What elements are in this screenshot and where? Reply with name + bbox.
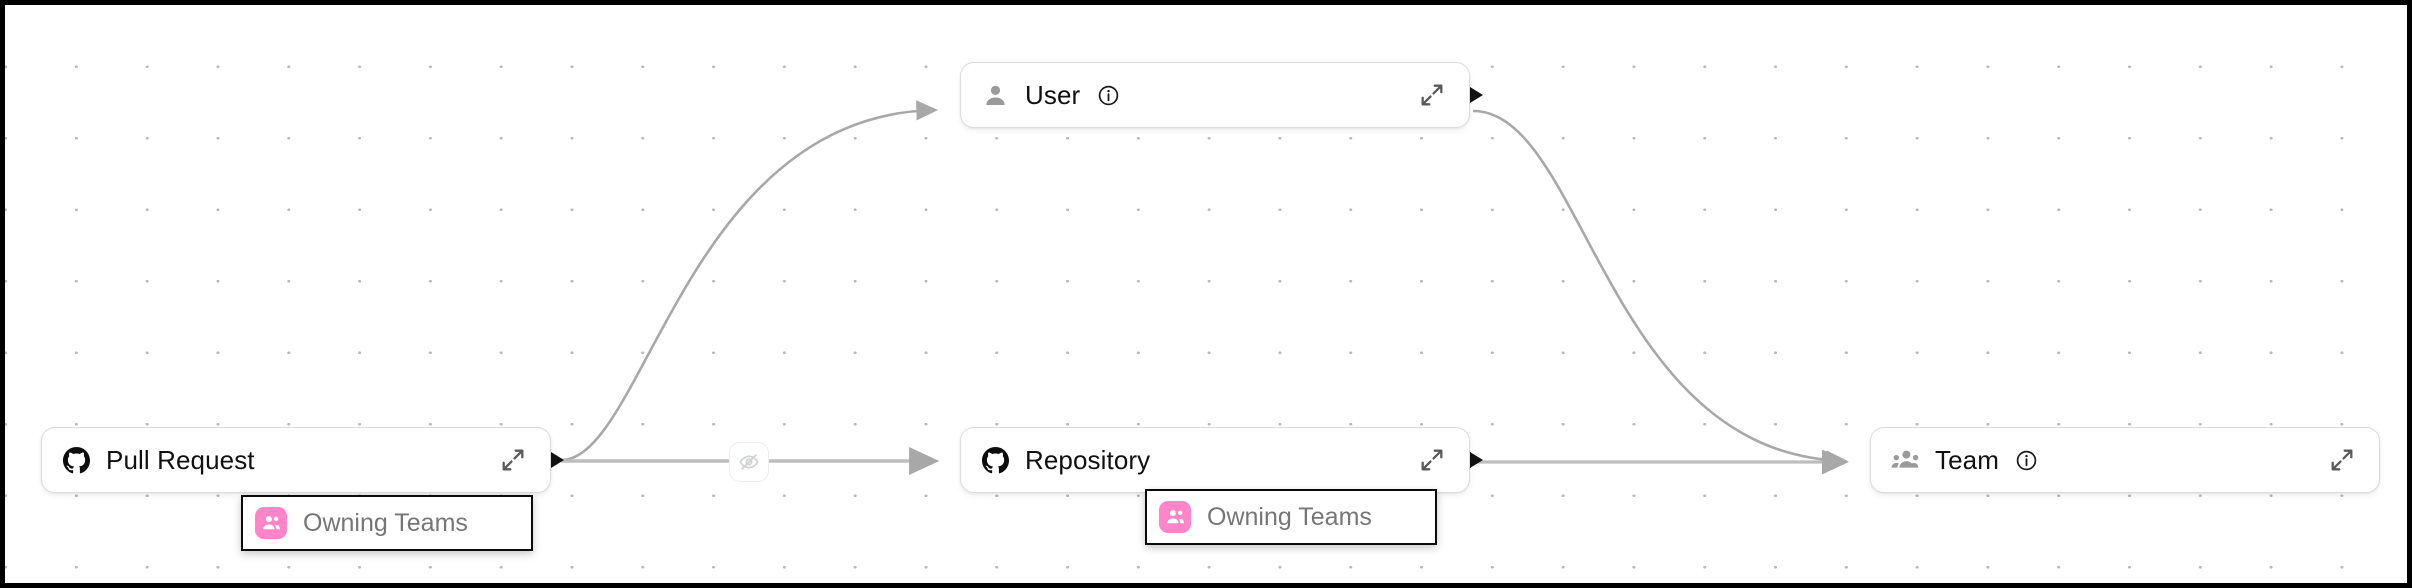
node-pull-request[interactable]: Pull Request — [41, 427, 551, 493]
eye-off-icon — [739, 453, 759, 471]
expand-diagonal-icon[interactable] — [1417, 445, 1447, 475]
github-icon — [981, 446, 1009, 474]
node-repository[interactable]: Repository — [960, 427, 1470, 493]
info-circle-icon[interactable] — [2015, 448, 2039, 472]
person-icon — [981, 81, 1009, 109]
edge-pull-request-to-user — [560, 100, 939, 462]
handle-source-repository[interactable] — [1470, 452, 1483, 468]
owning-teams-icon — [255, 507, 287, 539]
chip-owning-teams-repository[interactable]: Owning Teams — [1145, 489, 1437, 545]
edge-hidden-badge[interactable] — [729, 442, 769, 482]
chip-label: Owning Teams — [303, 508, 468, 537]
expand-diagonal-icon[interactable] — [498, 445, 528, 475]
info-circle-icon[interactable] — [1096, 83, 1120, 107]
node-user[interactable]: User — [960, 62, 1470, 128]
people-group-icon — [1891, 446, 1919, 474]
node-label: Team — [1935, 444, 1999, 475]
owning-teams-icon — [1159, 501, 1191, 533]
node-label: Pull Request — [106, 444, 255, 475]
handle-source-pull-request[interactable] — [551, 452, 564, 468]
github-icon — [62, 446, 90, 474]
expand-diagonal-icon[interactable] — [1417, 80, 1447, 110]
node-label: User — [1025, 79, 1081, 110]
chip-owning-teams-pull-request[interactable]: Owning Teams — [241, 495, 533, 551]
chip-label: Owning Teams — [1207, 502, 1372, 531]
handle-source-user[interactable] — [1470, 87, 1483, 103]
node-label: Repository — [1025, 444, 1151, 475]
edge-user-to-team — [1472, 109, 1849, 471]
expand-diagonal-icon[interactable] — [2327, 445, 2357, 475]
node-team[interactable]: Team — [1870, 427, 2380, 493]
